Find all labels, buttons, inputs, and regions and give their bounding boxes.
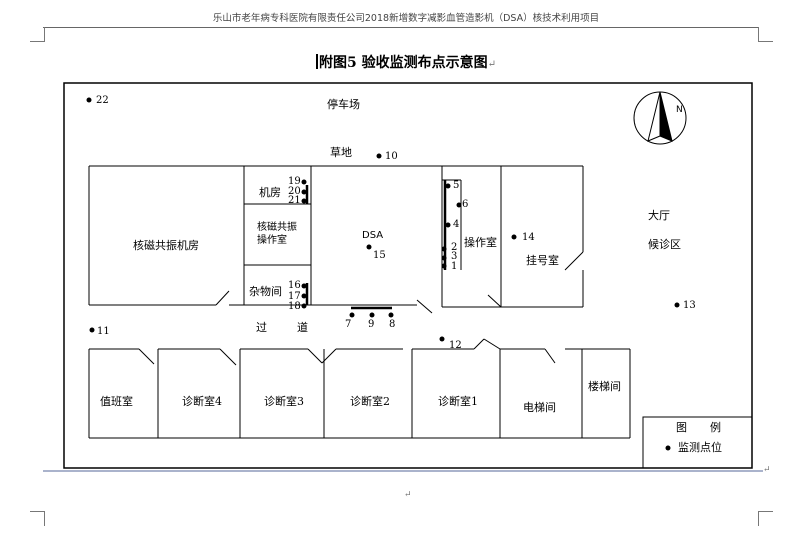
label-control-room: 操作室 (464, 236, 497, 249)
label-exam-1: 诊断室1 (438, 395, 478, 408)
label-hall: 大厅 (648, 209, 670, 222)
label-registration: 挂号室 (526, 254, 559, 267)
point-4-label: 4 (453, 219, 460, 230)
point-9-dot (369, 312, 375, 318)
point-8-dot (388, 312, 394, 318)
label-waiting: 候诊区 (648, 238, 681, 251)
label-dsa: DSA (362, 230, 384, 241)
point-7-dot (349, 312, 355, 318)
point-21-label: 21 (288, 195, 301, 206)
legend-box (642, 416, 753, 469)
point-17-label: 17 (288, 291, 301, 302)
label-mri-room: 核磁共振机房 (133, 239, 199, 252)
point-3-dot (441, 255, 447, 261)
label-stairs: 楼梯间 (588, 380, 621, 393)
label-exam-4: 诊断室4 (182, 395, 222, 408)
point-21-dot (301, 198, 307, 204)
point-5-label: 5 (453, 180, 460, 191)
crop-mark-bottom-left (30, 511, 45, 526)
label-lawn: 草地 (330, 146, 352, 159)
point-20-label: 20 (288, 186, 301, 197)
crop-mark-bottom-right (758, 511, 773, 526)
figure-title: 附图5 验收监测布点示意图↵ (0, 52, 812, 72)
point-19-dot (301, 179, 307, 185)
label-duty-room: 值班室 (100, 395, 133, 408)
point-11-dot (89, 327, 95, 333)
label-mri-control-1: 核磁共振 (257, 222, 297, 233)
point-6-dot (456, 202, 462, 208)
point-2-label: 2 (451, 242, 458, 253)
header-rule (43, 27, 758, 28)
point-12-dot (439, 336, 445, 342)
point-8-label: 8 (389, 319, 396, 330)
text-cursor (315, 54, 318, 69)
legend-item-label: 监测点位 (678, 441, 722, 454)
point-13-label: 13 (683, 300, 696, 311)
label-corridor-2: 道 (297, 321, 308, 334)
point-16-dot (301, 283, 307, 289)
point-14-label: 14 (522, 232, 535, 243)
point-17-dot (301, 293, 307, 299)
label-exam-2: 诊断室2 (350, 395, 390, 408)
paragraph-mark: ↵ (487, 59, 496, 70)
point-4-dot (445, 222, 451, 228)
point-19-label: 19 (288, 176, 301, 187)
point-9-label: 9 (368, 319, 375, 330)
label-elevator: 电梯间 (523, 401, 556, 414)
paragraph-mark-bottom: ↵ (404, 490, 412, 500)
point-11-label: 11 (97, 326, 110, 337)
label-mri-control-2: 操作室 (257, 235, 287, 246)
compass-north-label: N (676, 105, 683, 115)
point-15-label: 15 (373, 250, 386, 261)
point-12-label: 12 (449, 340, 462, 351)
point-16-label: 16 (288, 280, 301, 291)
point-6-label: 6 (462, 199, 469, 210)
compass-icon (633, 91, 687, 145)
point-14-dot (511, 234, 517, 240)
point-10-label: 10 (385, 151, 398, 162)
page-header: 乐山市老年病专科医院有限责任公司2018新增数字减影血管造影机（DSA）核技术利… (212, 13, 600, 24)
crop-mark-top-left (30, 27, 45, 42)
crop-mark-top-right (758, 27, 773, 42)
point-22-dot (86, 97, 92, 103)
legend-dot (665, 445, 671, 451)
point-18-dot (301, 303, 307, 309)
label-exam-3: 诊断室3 (264, 395, 304, 408)
point-1-dot (441, 263, 447, 269)
paragraph-mark-right: ↵ (763, 465, 771, 475)
point-5-dot (445, 183, 451, 189)
point-20-dot (301, 189, 307, 195)
site-boundary (63, 82, 753, 469)
label-parking: 停车场 (327, 98, 360, 111)
figure-title-text: 附图5 验收监测布点示意图 (318, 55, 488, 71)
point-18-label: 18 (288, 301, 301, 312)
point-7-label: 7 (345, 319, 352, 330)
point-13-dot (674, 302, 680, 308)
label-machine-room: 机房 (259, 186, 281, 199)
point-3-label: 3 (451, 251, 458, 262)
point-2-dot (441, 246, 447, 252)
point-1-label: 1 (451, 261, 458, 272)
monitoring-points (86, 97, 680, 451)
point-22-label: 22 (96, 95, 109, 106)
picture-frame-bottom-edge (43, 470, 763, 472)
legend-title-2: 例 (710, 421, 721, 434)
legend-title-1: 图 (676, 421, 687, 434)
label-storage: 杂物间 (249, 285, 282, 298)
point-15-dot (366, 244, 372, 250)
label-corridor-1: 过 (256, 321, 267, 334)
point-10-dot (376, 153, 382, 159)
